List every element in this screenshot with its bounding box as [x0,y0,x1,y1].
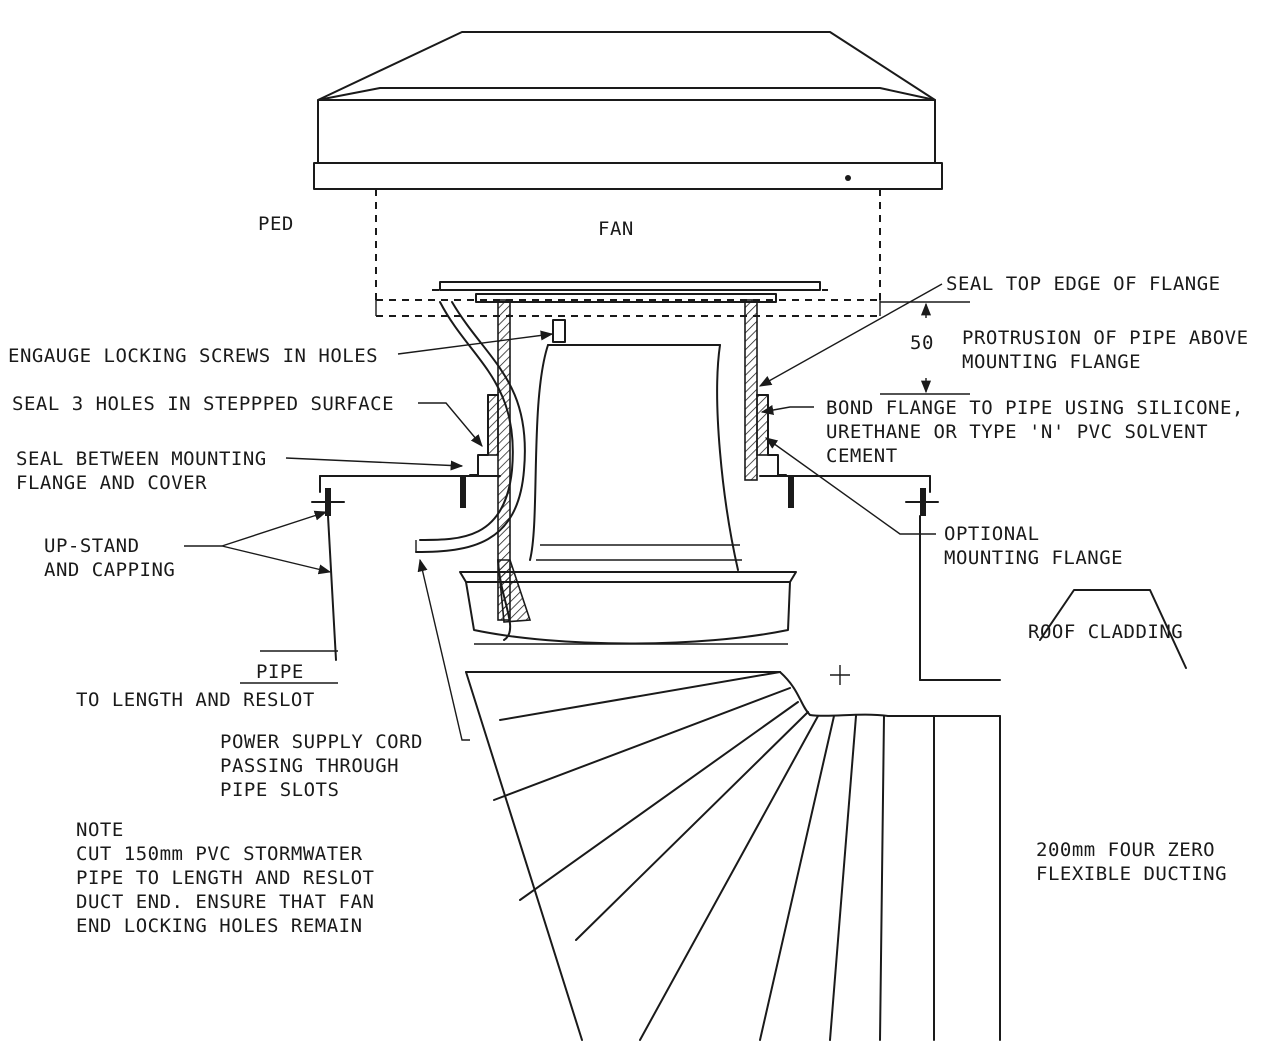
label-seal-3-holes: SEAL 3 HOLES IN STEPPPED SURFACE [12,393,394,415]
label-ped: PED [258,213,294,235]
label-seal-between-2: FLANGE AND COVER [16,472,207,494]
label-ducting-1: 200mm FOUR ZERO [1036,839,1215,861]
fan-cowl [313,31,943,190]
label-seal-top-edge: SEAL TOP EDGE OF FLANGE [946,273,1221,295]
leader-lines [184,283,943,741]
label-to-length: TO LENGTH AND RESLOT [76,689,315,711]
labels: PED FAN SEAL TOP EDGE OF FLANGE 50 PROTR… [8,213,1249,885]
label-protrusion-2: MOUNTING FLANGE [962,351,1141,373]
label-upstand-2: AND CAPPING [44,559,175,581]
note-block: NOTE CUT 150mm PVC STORMWATER PIPE TO LE… [76,819,374,937]
label-optional-1: OPTIONAL [944,523,1040,545]
label-fan: FAN [598,218,634,240]
label-ducting-2: FLEXIBLE DUCTING [1036,863,1227,885]
note-line-4: END LOCKING HOLES REMAIN [76,915,363,937]
label-dim-50: 50 [910,332,934,354]
dimension-50 [880,301,970,395]
flexible-ducting [465,665,1001,1041]
label-power-2: PASSING THROUGH [220,755,399,777]
label-power-3: PIPE SLOTS [220,779,339,801]
label-power-1: POWER SUPPLY CORD [220,731,423,753]
label-optional-2: MOUNTING FLANGE [944,547,1123,569]
drain-hole-dot [845,175,851,181]
fan-body [375,189,881,317]
note-heading: NOTE [76,819,124,841]
label-roof-cladding: ROOF CLADDING [1028,621,1183,643]
label-engauge: ENGAUGE LOCKING SCREWS IN HOLES [8,345,378,367]
label-protrusion-1: PROTRUSION OF PIPE ABOVE [962,327,1249,349]
label-bond-3: CEMENT [826,445,898,467]
label-seal-between-1: SEAL BETWEEN MOUNTING [16,448,267,470]
label-upstand-1: UP-STAND [44,535,140,557]
label-bond-1: BOND FLANGE TO PIPE USING SILICONE, [826,397,1244,419]
note-line-3: DUCT END. ENSURE THAT FAN [76,891,374,913]
label-pipe: PIPE [256,661,304,683]
note-line-1: CUT 150mm PVC STORMWATER [76,843,363,865]
roof-cladding-profile [1039,589,1187,669]
note-line-2: PIPE TO LENGTH AND RESLOT [76,867,374,889]
label-bond-2: URETHANE OR TYPE 'N' PVC SOLVENT [826,421,1208,443]
